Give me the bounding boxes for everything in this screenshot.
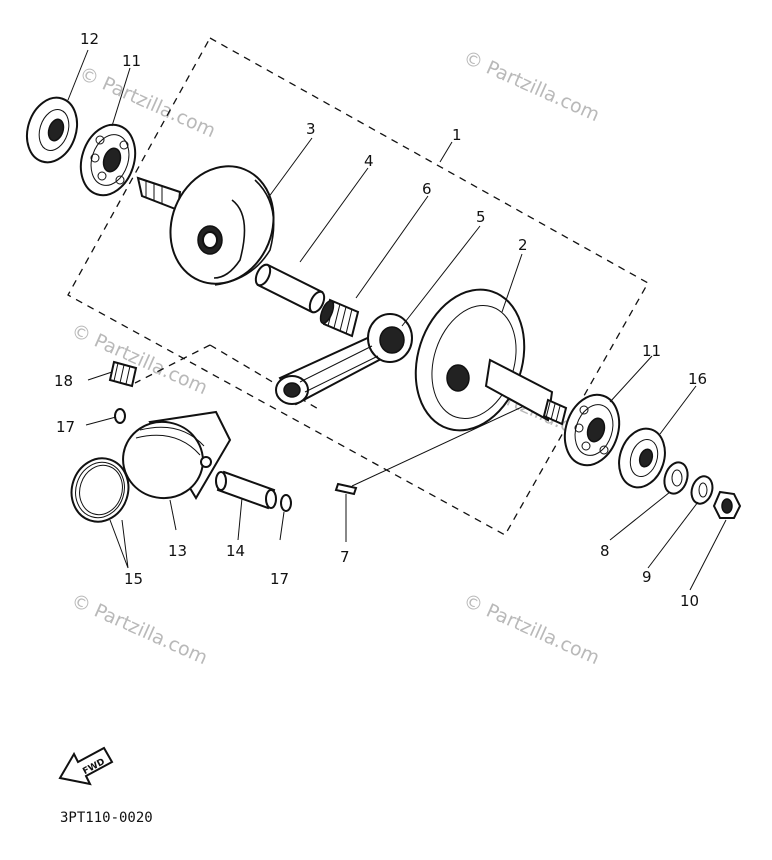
callout-7: 7: [340, 548, 350, 566]
callout-8: 8: [600, 542, 610, 560]
callout-1: 1: [452, 126, 462, 144]
connecting-rod-5: [275, 313, 413, 406]
needle-bearing-6: [319, 298, 360, 338]
callout-13: 12: [80, 30, 99, 48]
bearing-11-right: [563, 393, 621, 467]
washer-8: [663, 461, 689, 495]
callout-11-right: 11: [642, 342, 661, 360]
watermark: © Partzilla.com: [68, 589, 211, 669]
callout-17-right: 17: [270, 570, 289, 588]
leader-lines: [67, 49, 727, 591]
bearing-11-left: [79, 123, 137, 197]
callout-14: 13: [168, 542, 187, 560]
callout-18: 18: [54, 372, 73, 390]
callout-10: 10: [680, 592, 699, 610]
small-end-bearing-18: [108, 360, 138, 388]
callout-5: 5: [476, 208, 486, 226]
oil-seal-12: [618, 427, 666, 489]
callout-15: 14: [226, 542, 245, 560]
watermark: © Partzilla.com: [460, 46, 603, 126]
callout-11-left: 11: [122, 52, 141, 70]
callout-6: 6: [422, 180, 432, 198]
piston-rings-16: [70, 457, 130, 523]
callout-9: 9: [642, 568, 652, 586]
lock-washer-9: [690, 475, 714, 505]
crank-pin-4: [254, 263, 326, 314]
piston-pin-15: [215, 470, 277, 510]
callout-2: 2: [518, 236, 528, 254]
piston-14: [122, 410, 232, 500]
watermark: © Partzilla.com: [460, 589, 603, 669]
callout-17-left: 17: [56, 418, 75, 436]
circlip-17-left: [114, 408, 126, 424]
crank-web-3: [136, 165, 275, 286]
oil-seal-13: [26, 96, 78, 164]
callouts: 12 11 3 1 4 6 5 2 11 16 18 17 15 13 14 1…: [54, 30, 707, 610]
woodruff-key-7: [334, 482, 358, 496]
crank-web-2: [414, 288, 568, 432]
callout-16: 15: [124, 570, 143, 588]
callout-12: 16: [688, 370, 707, 388]
circlip-17-right: [280, 494, 292, 512]
fwd-arrow-icon: FWD: [58, 746, 114, 786]
watermark: © Partzilla.com: [68, 319, 211, 399]
nut-10: [712, 490, 742, 519]
drawing-code: 3PT110-0020: [60, 810, 153, 826]
callout-3: 3: [306, 120, 316, 138]
callout-4: 4: [364, 152, 374, 170]
